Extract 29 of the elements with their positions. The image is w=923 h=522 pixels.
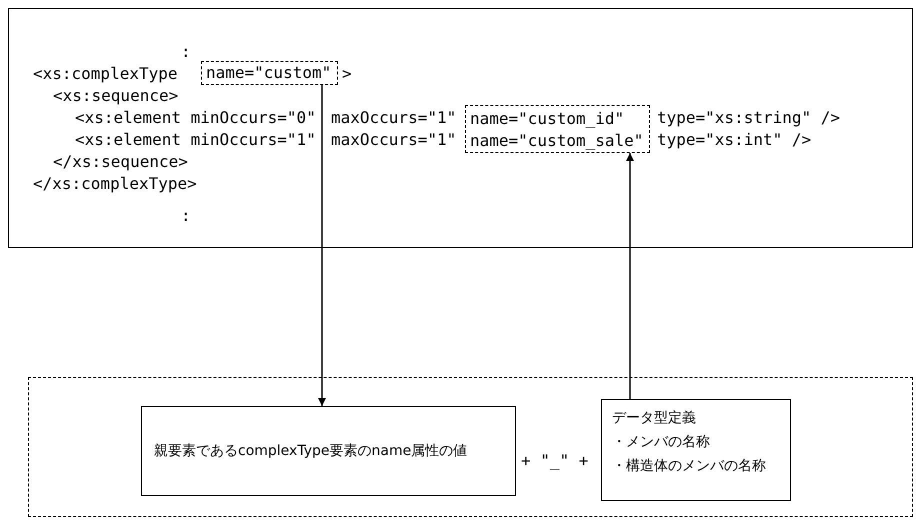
box-text: 親要素であるcomplexType要素のname属性の値 xyxy=(154,442,468,461)
code-line: </xs:sequence> xyxy=(53,151,188,173)
code-line: <xs:element minOccurs="0" xyxy=(75,107,316,129)
definition-box xyxy=(601,399,791,501)
code-line: <xs:element minOccurs="1" xyxy=(75,129,316,151)
code-line: maxOccurs="1" xyxy=(331,129,456,151)
code-line: maxOccurs="1" xyxy=(331,107,456,129)
code-line: <xs:sequence> xyxy=(53,85,178,107)
code-text: name="custom_id" xyxy=(470,108,624,130)
code-line: <xs:complexType xyxy=(33,63,178,85)
list-item: ・構造体のメンバの名称 xyxy=(612,457,766,476)
code-line: </xs:complexType> xyxy=(33,173,197,195)
code-panel xyxy=(8,8,913,248)
arrow xyxy=(626,153,634,399)
code-line: type="xs:string" /> xyxy=(657,107,840,129)
operator-text: + "_" + xyxy=(521,450,588,472)
box-heading: データ型定義 xyxy=(612,409,696,428)
group-frame xyxy=(28,377,913,517)
code-text: name="custom" xyxy=(206,62,332,84)
list-item: ・メンバの名称 xyxy=(612,433,710,452)
process-box xyxy=(141,406,516,496)
code-line: : xyxy=(181,205,191,227)
highlight-frame xyxy=(465,105,650,153)
code-text: name="custom_sale" xyxy=(470,130,644,152)
highlight-frame xyxy=(201,61,338,85)
code-line: type="xs:int" /> xyxy=(657,129,812,151)
code-line: > xyxy=(342,63,352,85)
code-line: : xyxy=(181,41,191,63)
arrow xyxy=(318,85,326,406)
